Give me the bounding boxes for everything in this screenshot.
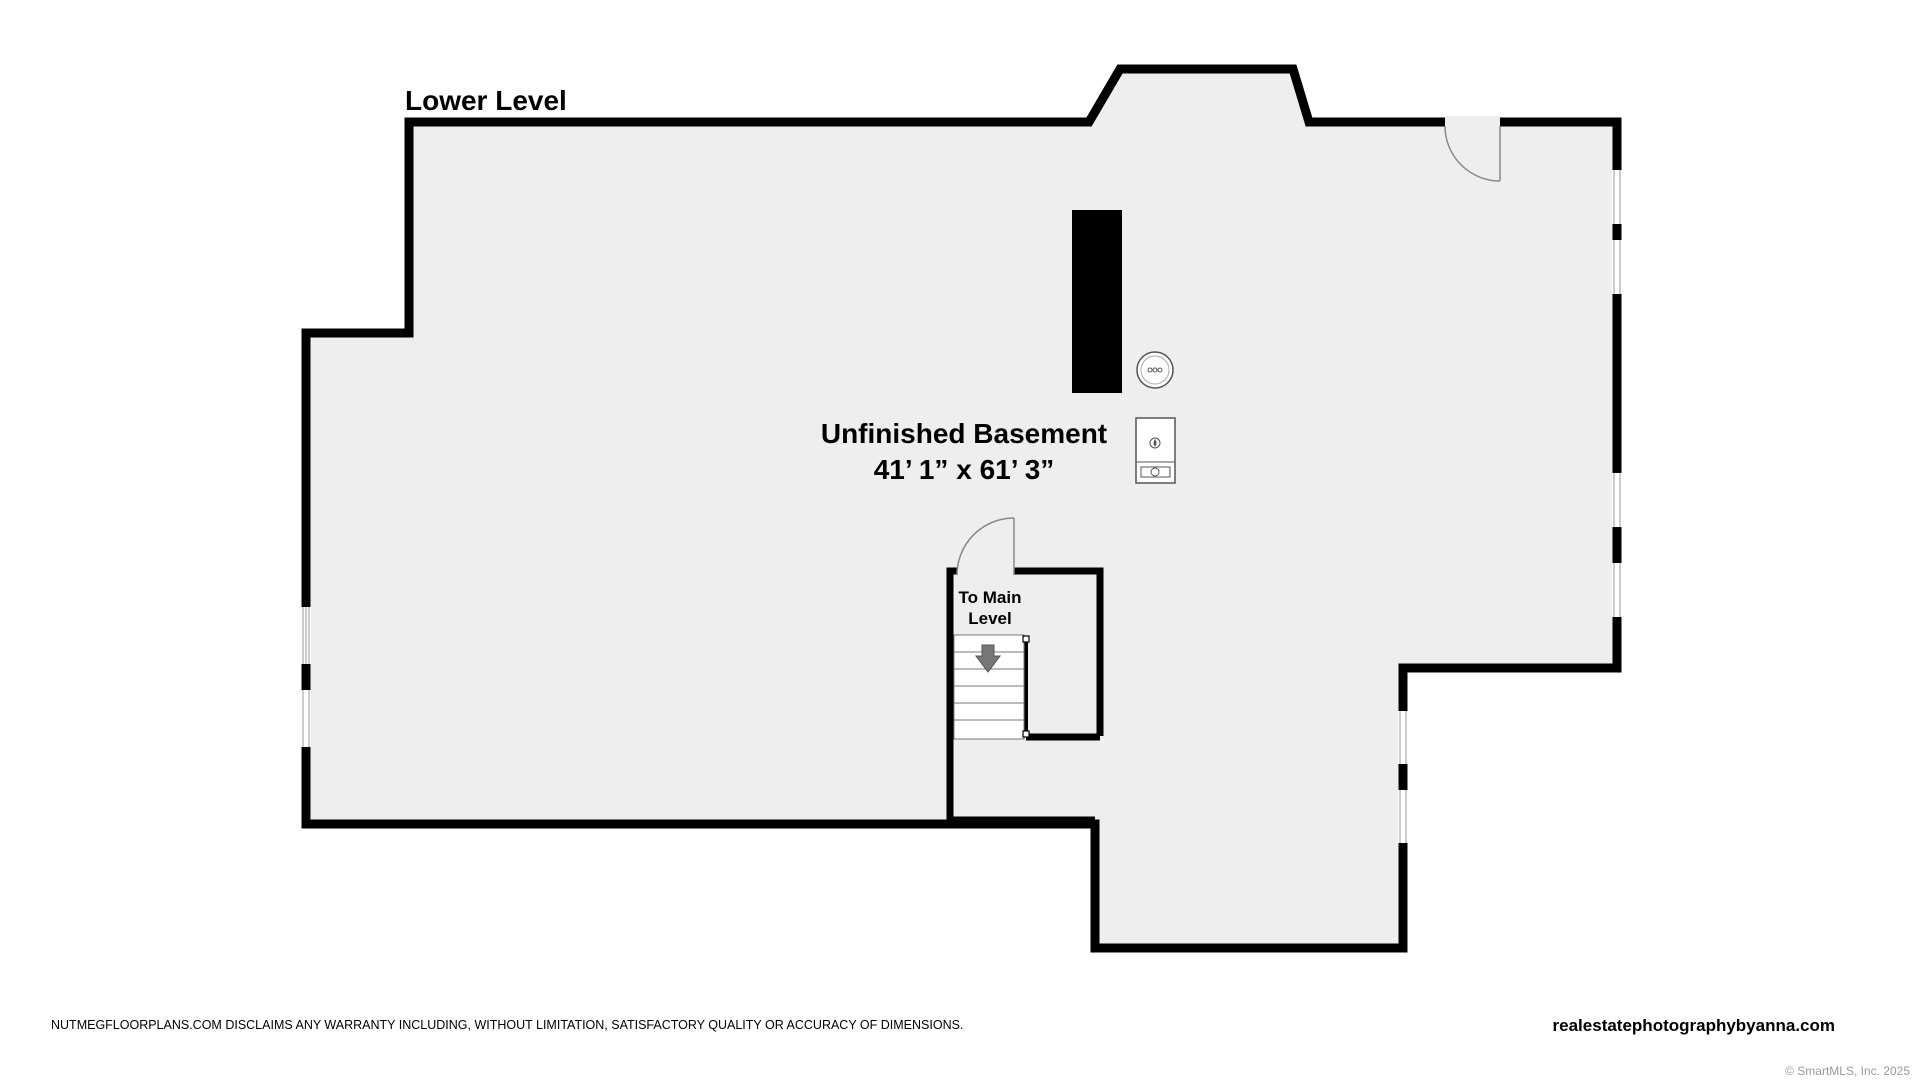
- exterior-door: [1444, 116, 1501, 182]
- room-dimensions: 41’ 1” x 61’ 3”: [874, 454, 1055, 485]
- level-title: Lower Level: [405, 85, 567, 116]
- basement-floor-outline: [301, 64, 1622, 953]
- stair-label-line2: Level: [968, 609, 1011, 628]
- footer-website: realestatephotographybyanna.com: [1553, 1016, 1835, 1035]
- stair-down-arrow-icon: [975, 644, 1001, 673]
- stair-label-line1: To Main: [959, 588, 1022, 607]
- structural-column: [1072, 210, 1122, 393]
- stair-door: [956, 517, 1015, 577]
- footer-disclaimer: NUTMEGFLOORPLANS.COM DISCLAIMS ANY WARRA…: [51, 1018, 963, 1032]
- footer-copyright: © SmartMLS, Inc. 2025: [1785, 1064, 1910, 1078]
- right-wall-windows: [1612, 170, 1622, 617]
- left-wall-windows: [301, 607, 311, 747]
- lower-right-wall-windows: [1398, 711, 1408, 843]
- room-name: Unfinished Basement: [821, 418, 1107, 449]
- furnace-icon: [1135, 417, 1176, 484]
- water-heater-icon: [1136, 351, 1174, 389]
